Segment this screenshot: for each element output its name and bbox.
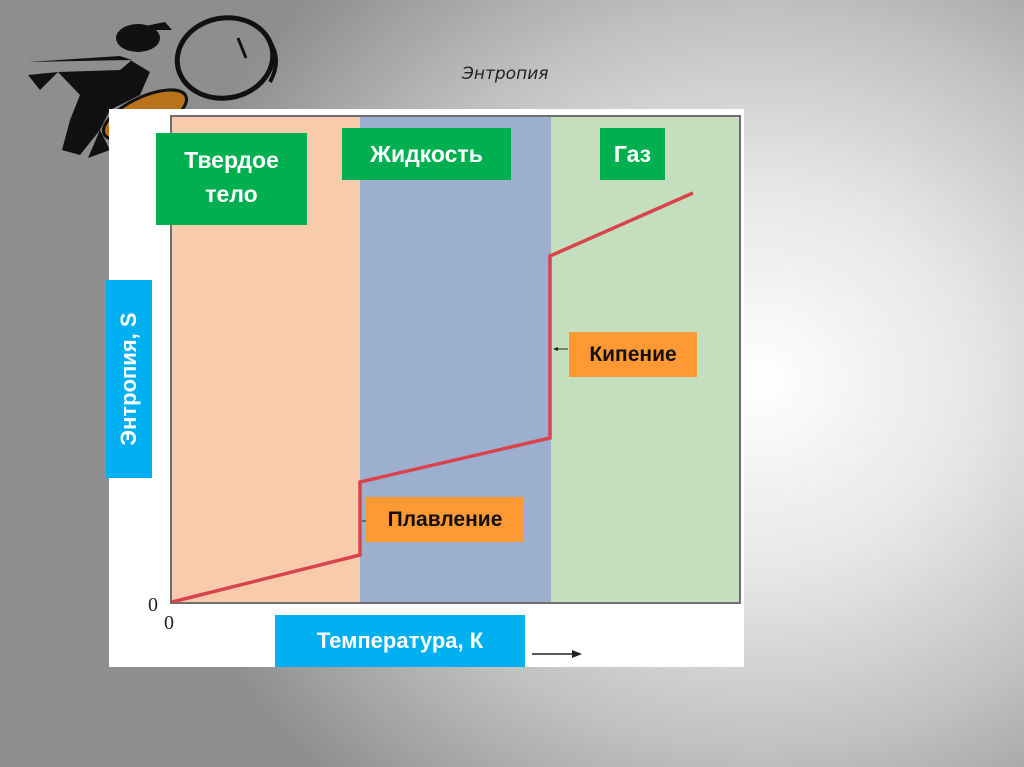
phase-label-solid-line2: тело [205,181,258,207]
phase-label-gas: Газ [600,128,665,180]
detective-magnifier-icon [28,15,278,158]
x-origin-tick: 0 [164,612,174,634]
phase-label-solid: Твердое тело [156,133,307,225]
y-axis-label: Энтропия, S [106,280,152,478]
x-axis-label: Температура, К [275,615,525,667]
phase-label-solid-line1: Твердое [184,147,279,173]
y-origin-tick: 0 [148,594,158,616]
entropy-line [171,191,694,604]
melting-label: Плавление [366,497,524,542]
phase-label-liquid: Жидкость [342,128,511,180]
boiling-label: Кипение [569,332,697,377]
x-arrow-head-icon [572,650,582,658]
slide-title: Энтропия [462,64,549,84]
y-axis-label-text: Энтропия, S [116,312,141,446]
